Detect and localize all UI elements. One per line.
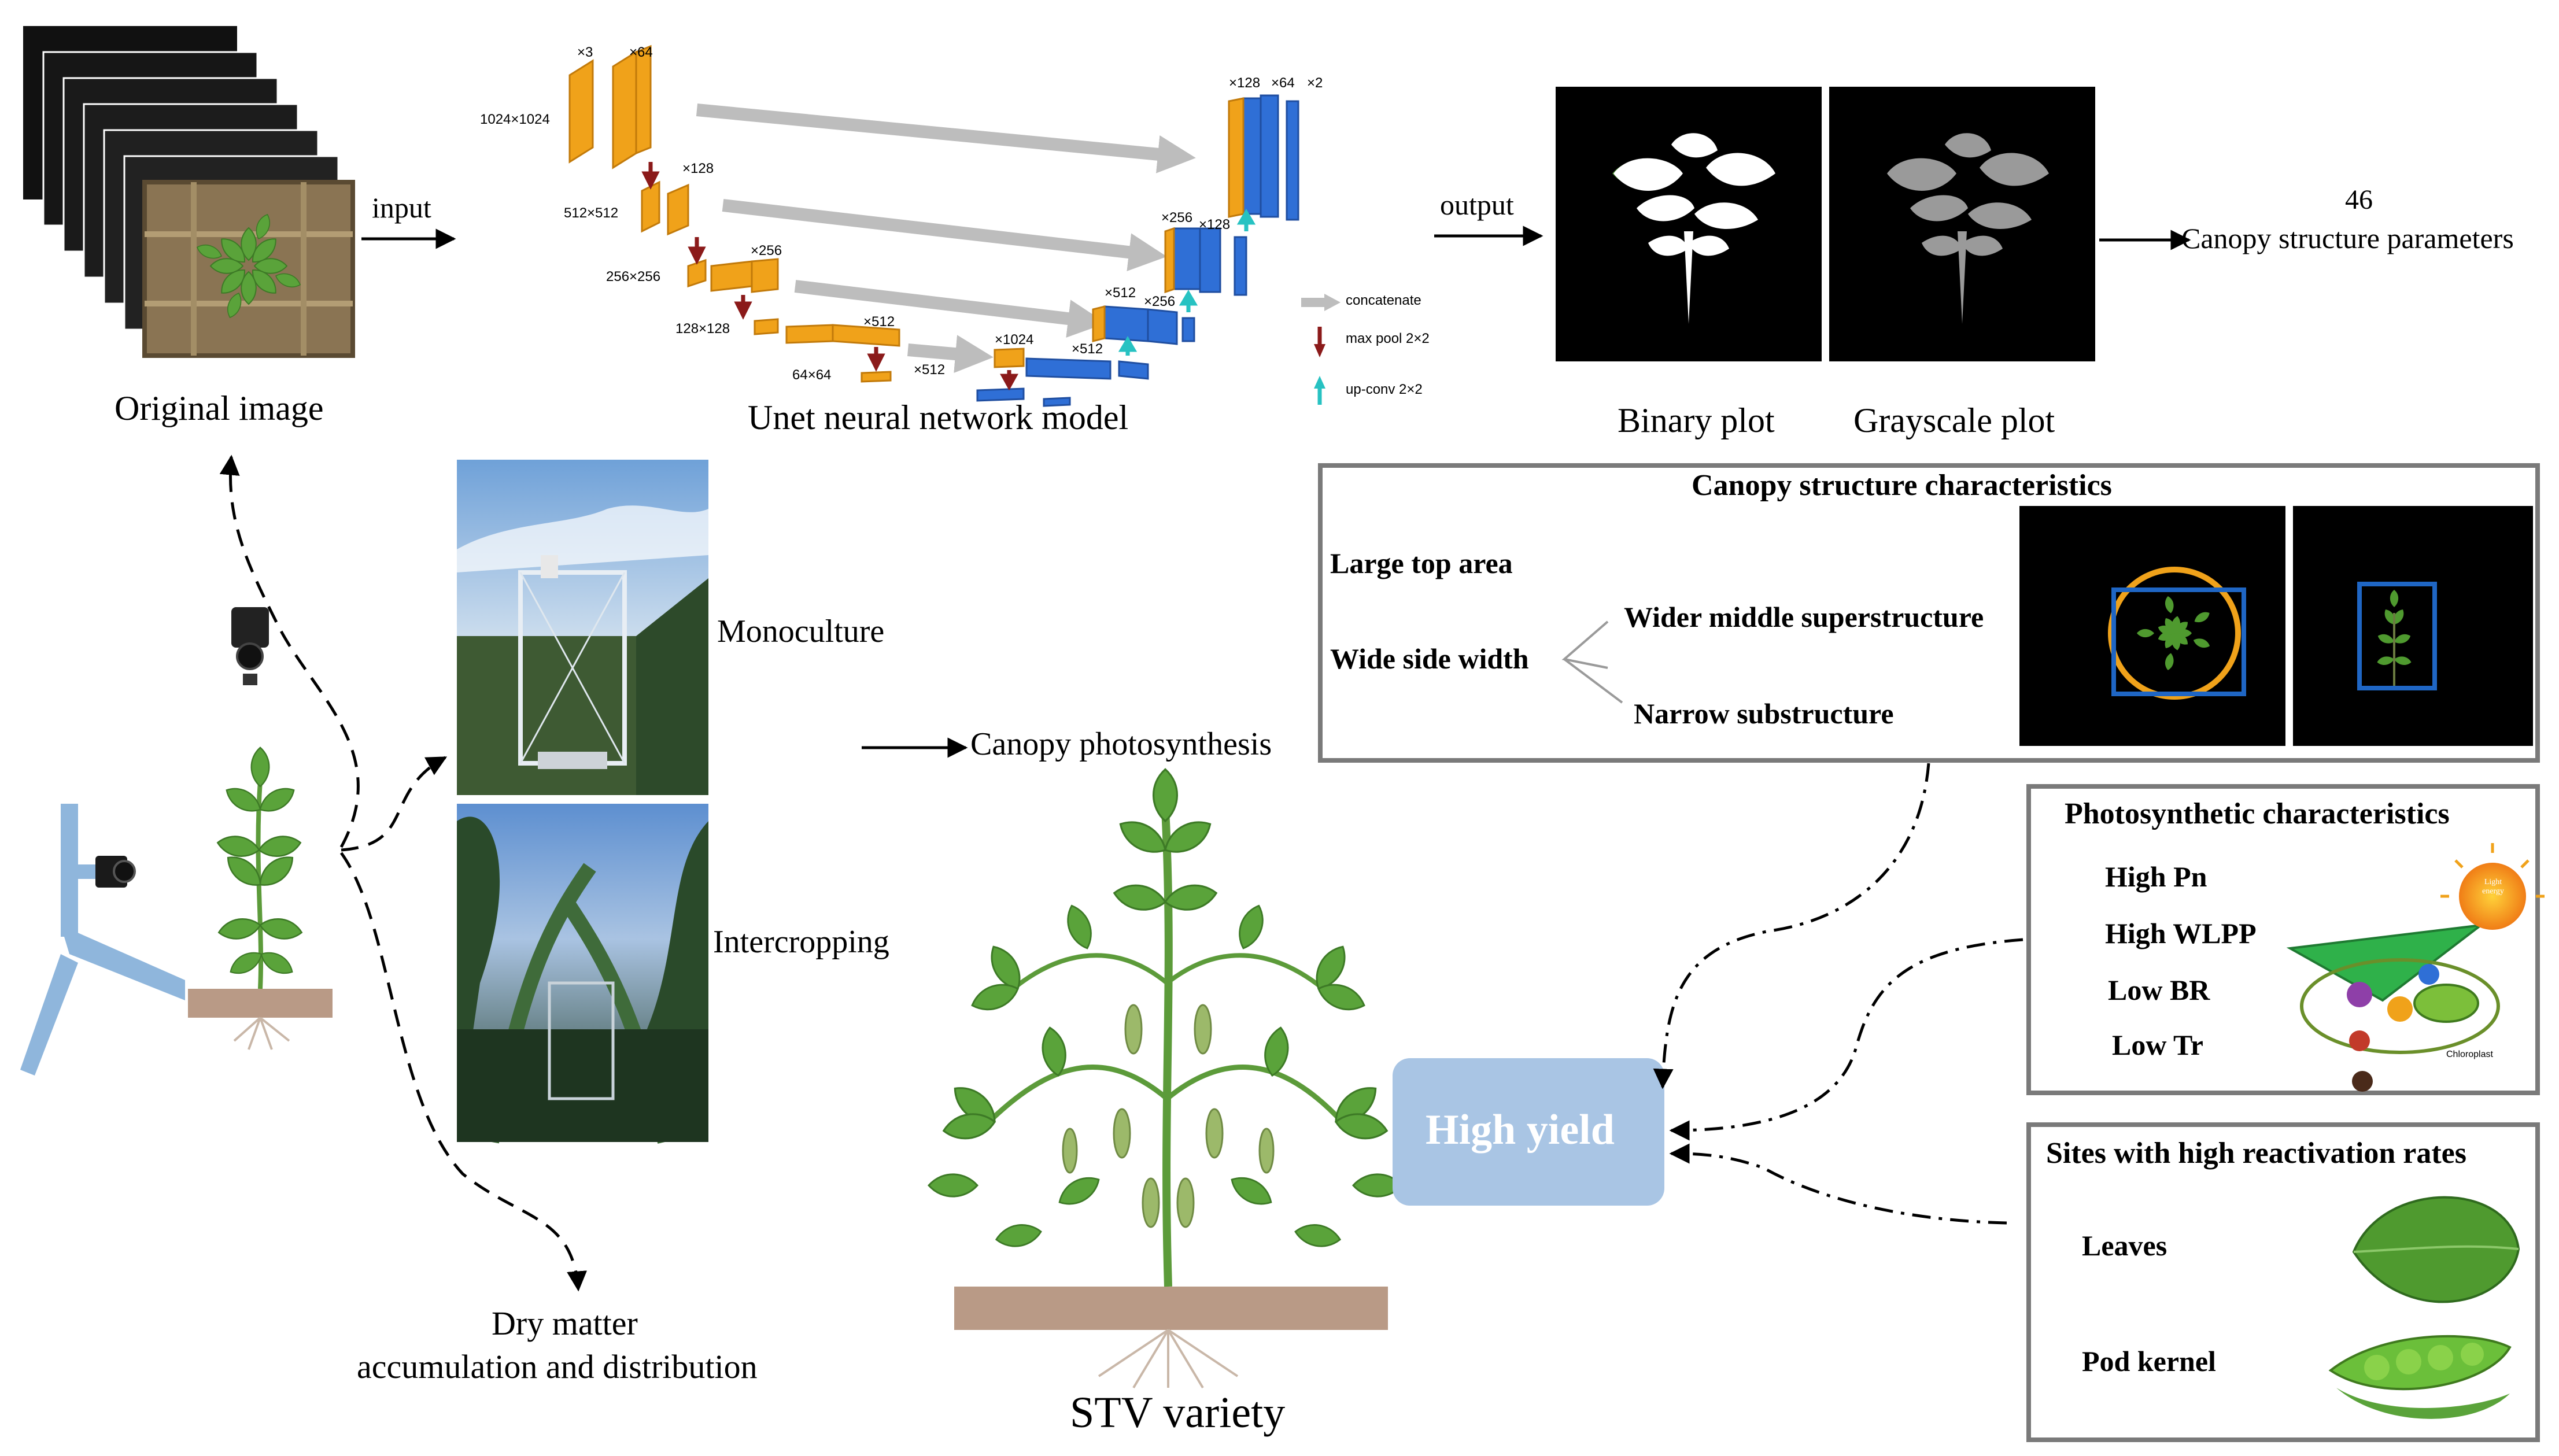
large-top-area: Large top area [1330,547,1513,579]
unet-ch-128: ×128 [682,161,714,176]
binary-plot [1556,87,1822,361]
unet-size-512: 512×512 [564,205,619,221]
monoculture-label: Monoculture [717,614,885,649]
chloroplast-illustration [2286,843,2545,1092]
unet-ch-3: ×3 [577,45,593,60]
sun-label: Light energy [2482,878,2504,896]
grayscale-plot [1829,87,2095,361]
output-label: output [1440,189,1514,221]
unet-ch-512c: ×512 [1072,341,1103,357]
unet-size-256: 256×256 [606,269,661,284]
photo-item-high-wlpp: High WLPP [2105,917,2257,949]
unet-ch-128a: ×128 [1199,217,1231,232]
unet-size-64: 64×64 [792,367,832,383]
sites-box-title: Sites with high reactivation rates [2046,1137,2466,1170]
param-count: 46 [2345,184,2373,215]
high-yield-label: High yield [1426,1106,1615,1154]
small-soybean-plant [188,747,333,1050]
wider-middle-superstructure: Wider middle superstructure [1624,601,1984,633]
unet-ch-512d: ×512 [1105,285,1136,301]
photo-item-low-br: Low BR [2108,974,2210,1006]
site-item-pod-kernel: Pod kernel [2082,1345,2216,1377]
canopy-top-view [2019,506,2285,746]
unet-ch-1024: ×1024 [995,332,1034,348]
wide-side-width: Wide side width [1330,642,1529,675]
canopy-side-view [2293,506,2533,746]
unet-ch-512a: ×512 [863,314,895,330]
camera-icon [231,607,269,685]
param-label: Canopy structure parameters [2181,222,2514,254]
pod-illustration [2328,1335,2512,1419]
monoculture-photo [457,460,708,795]
unet-size-1024: 1024×1024 [480,112,550,127]
dry-matter-line2: accumulation and distribution [357,1348,758,1385]
canopy-box-title: Canopy structure characteristics [1692,469,2112,502]
photo-item-low-tr: Low Tr [2112,1029,2203,1061]
unet-size-128: 128×128 [675,321,730,337]
input-label: input [372,191,431,224]
unet-ch-64: ×64 [629,45,653,60]
intercropping-photo [457,804,708,1144]
photosynthetic-box-title: Photosynthetic characteristics [2065,797,2450,830]
chloroplast-label: Chloroplast [2446,1049,2493,1059]
unet-ch-2: ×2 [1307,75,1323,91]
skip-connections [696,104,1196,374]
original-image-label: Original image [115,389,324,427]
legend-maxpool: max pool 2×2 [1346,331,1430,346]
intercropping-label: Intercropping [713,924,889,960]
unet-ch-256b: ×256 [1161,210,1193,226]
unet-diagram [568,45,1341,407]
photo-item-high-pn: High Pn [2105,860,2207,893]
maxpool-arrows [641,162,1018,391]
unet-ch-256a: ×256 [1144,294,1176,309]
unet-ch-512b: ×512 [914,362,946,378]
unet-ch-64b: ×64 [1271,75,1295,91]
canopy-photosynthesis-label: Canopy photosynthesis [970,726,1272,762]
grayscale-plot-label: Grayscale plot [1853,401,2055,439]
encoder-blocks [568,45,1025,383]
dry-matter-line1: Dry matter [492,1305,638,1342]
branch-lines [1561,620,1623,704]
high-yield-box [1393,1058,1664,1206]
camera-stand [20,804,185,1076]
dashdot-connectors [1653,763,2023,1225]
original-image-stack [23,26,355,358]
unet-label: Unet neural network model [748,398,1129,437]
legend-upconv: up-conv 2×2 [1346,382,1423,397]
narrow-substructure: Narrow substructure [1634,697,1894,730]
upconv-arrows [1118,209,1256,356]
stv-variety-label: STV variety [1070,1388,1286,1437]
unet-legend [1301,294,1341,405]
stv-plant-illustration [928,768,1403,1389]
legend-concatenate: concatenate [1346,293,1421,308]
soybean-top-photo [142,180,355,358]
unet-ch-128b: ×128 [1229,75,1261,91]
binary-plot-label: Binary plot [1618,401,1775,439]
leaf-illustration [2352,1196,2520,1303]
decoder-blocks [976,94,1299,407]
site-item-leaves: Leaves [2082,1229,2167,1262]
unet-ch-256: ×256 [751,243,782,258]
dashed-connectors [219,454,588,1292]
